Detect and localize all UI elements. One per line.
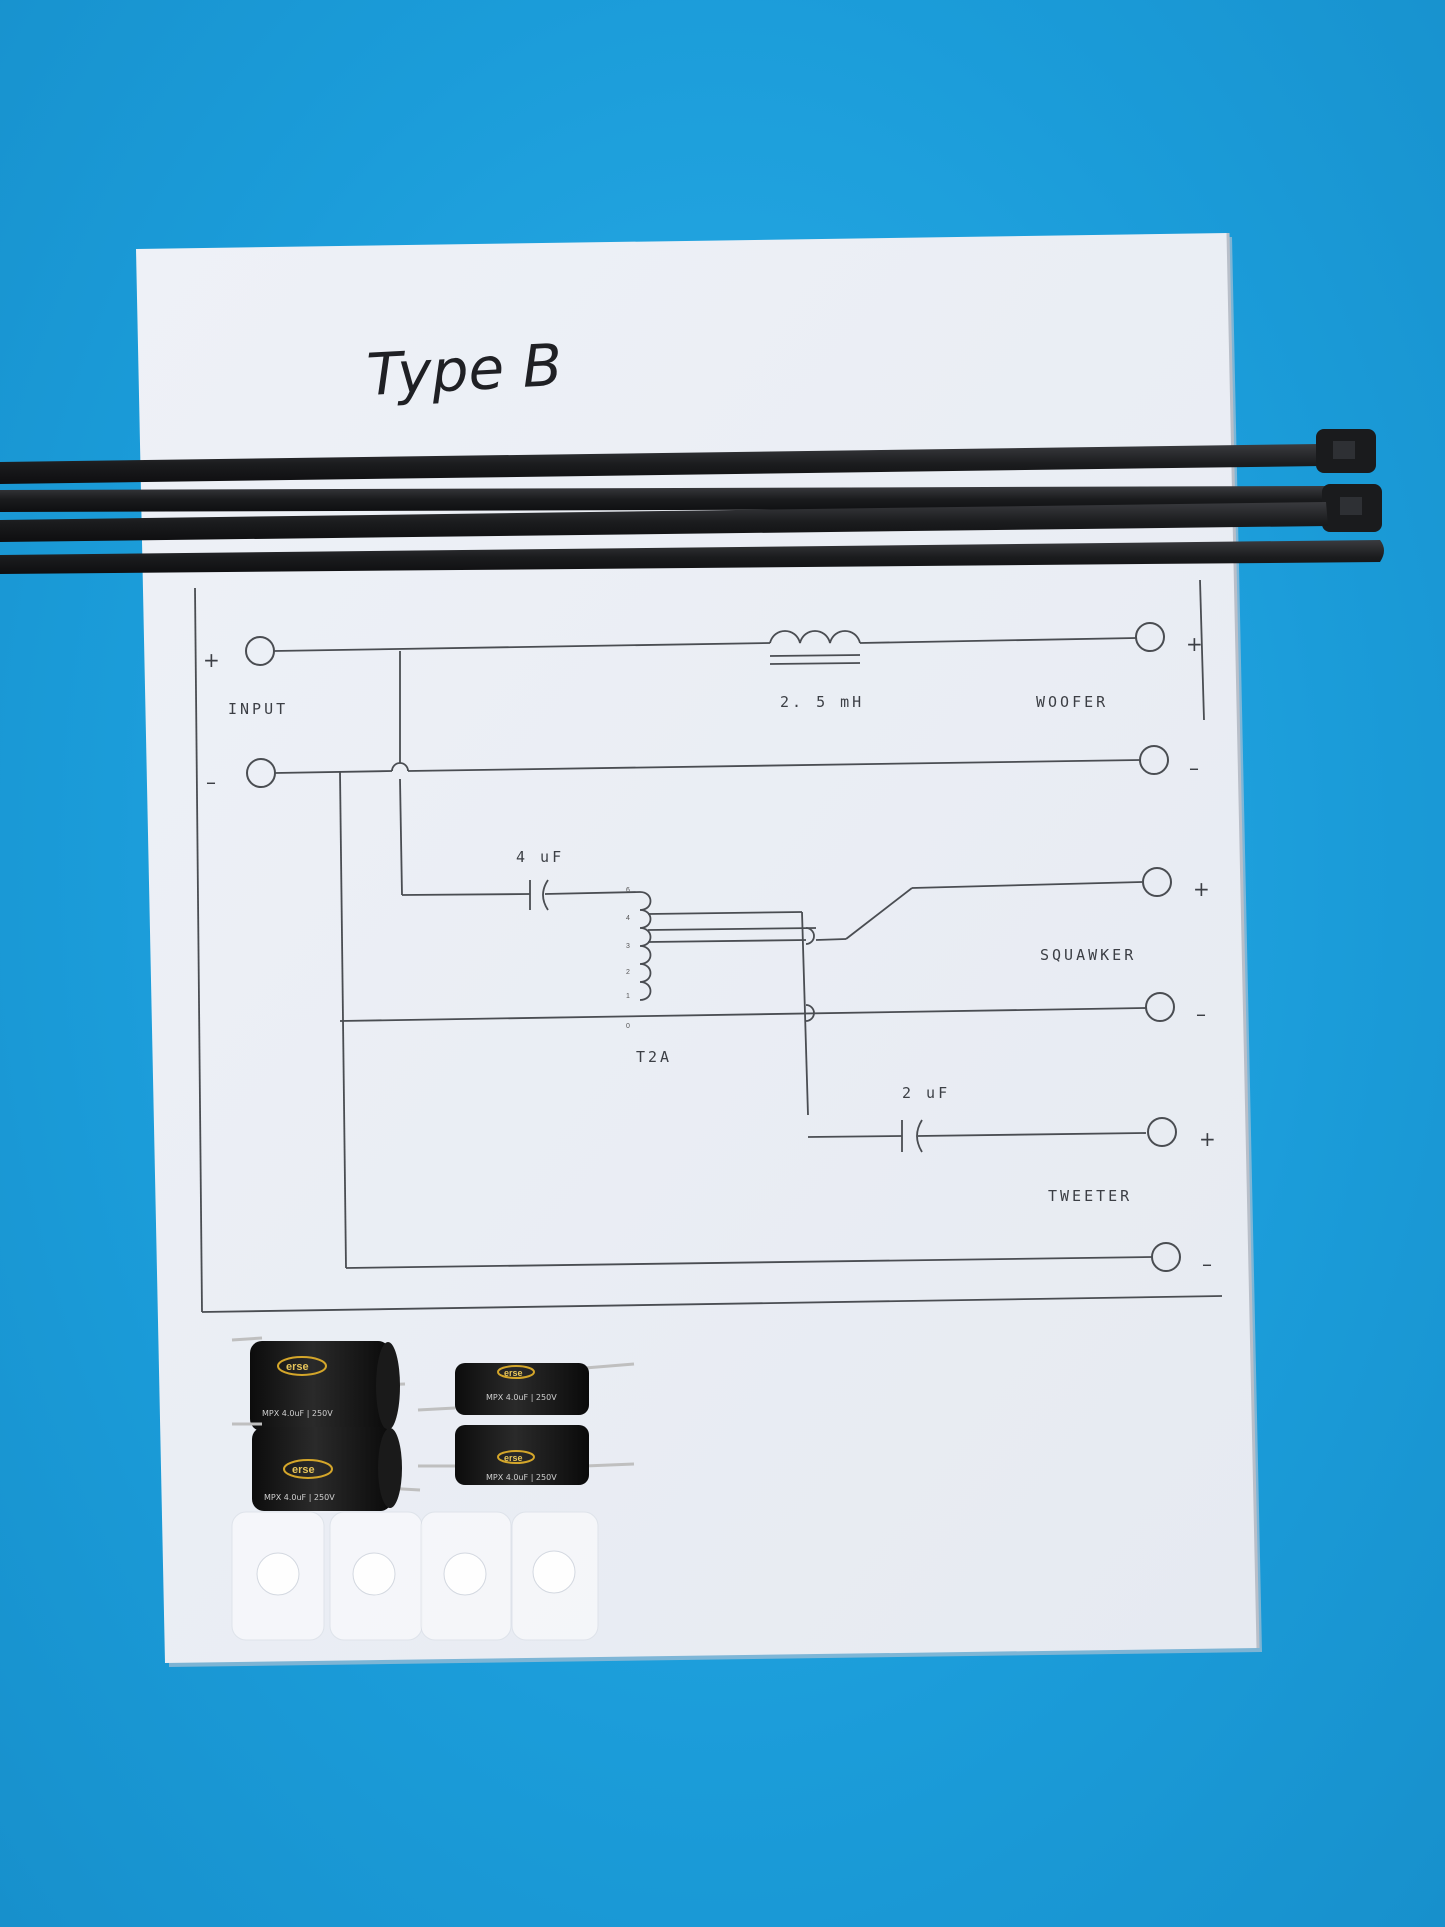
capacitor-marking-1: MPX 4.0uF | 250V	[262, 1409, 333, 1418]
capacitor-brand-2: erse	[292, 1464, 315, 1476]
capacitors: erse MPX 4.0uF | 250V erse MPX 4.0uF | 2…	[231, 1336, 635, 1511]
capacitor-brand-4: erse	[504, 1453, 523, 1463]
capacitor-brand-3: erse	[504, 1368, 523, 1378]
capacitor-marking-4: MPX 4.0uF | 250V	[486, 1473, 557, 1482]
woofer-plus-sign: +	[1186, 632, 1203, 656]
cap1-label: 4 uF	[516, 848, 564, 866]
tweeter-label: TWEETER	[1048, 1187, 1132, 1205]
squawker-label: SQUAWKER	[1040, 946, 1136, 964]
svg-text:6: 6	[626, 887, 630, 894]
capacitor-small-1: erse MPX 4.0uF | 250V	[417, 1362, 635, 1415]
capacitor-large-1: erse MPX 4.0uF | 250V	[231, 1336, 406, 1431]
woofer-plus-terminal	[1135, 622, 1165, 652]
cable-tie-mounts	[231, 1511, 599, 1641]
cable-tie-3	[0, 502, 1328, 542]
inductor-label: 2. 5 mH	[780, 693, 864, 711]
capacitor-small-2: erse MPX 4.0uF | 250V	[418, 1425, 635, 1485]
capacitor-marking-2: MPX 4.0uF | 250V	[264, 1493, 335, 1502]
cable-tie-2	[0, 484, 1382, 532]
svg-text:1: 1	[626, 993, 630, 1000]
input-minus-sign: –	[206, 770, 216, 794]
svg-text:0: 0	[626, 1023, 630, 1030]
cable-tie-1	[0, 429, 1376, 484]
svg-text:4: 4	[626, 915, 630, 922]
handwritten-title: Type B	[365, 331, 564, 409]
capacitor-large-2: erse MPX 4.0uF | 250V	[232, 1422, 421, 1511]
paper-sheet	[136, 232, 1262, 1667]
squawker-plus-sign: +	[1193, 877, 1210, 901]
cap2-label: 2 uF	[902, 1084, 950, 1102]
capacitor-marking-3: MPX 4.0uF | 250V	[486, 1393, 557, 1402]
tweeter-plus-terminal	[1147, 1117, 1177, 1147]
woofer-label: WOOFER	[1036, 693, 1108, 711]
cable-tie-4	[0, 540, 1384, 574]
tie-mount-4	[511, 1511, 599, 1641]
input-plus-sign: +	[203, 648, 220, 672]
tie-mount-1	[231, 1511, 325, 1641]
woofer-minus-sign: –	[1189, 756, 1199, 780]
squawker-minus-sign: –	[1196, 1002, 1206, 1026]
capacitor-brand-1: erse	[286, 1361, 309, 1373]
tweeter-minus-sign: –	[1202, 1252, 1212, 1276]
tweeter-plus-sign: +	[1199, 1127, 1216, 1151]
squawker-plus-terminal	[1142, 867, 1172, 897]
tie-mount-2	[329, 1511, 423, 1641]
transformer-label: T2A	[636, 1048, 672, 1066]
cable-ties	[0, 429, 1384, 574]
svg-text:3: 3	[626, 943, 630, 950]
svg-text:2: 2	[626, 969, 630, 976]
squawker-minus-terminal	[1145, 992, 1175, 1022]
input-label: INPUT	[228, 700, 288, 718]
tie-mount-3	[420, 1511, 512, 1641]
crossover-schematic: + – INPUT 2. 5 mH WOOFER + – 4 uF 6 4 3	[194, 579, 1223, 1313]
